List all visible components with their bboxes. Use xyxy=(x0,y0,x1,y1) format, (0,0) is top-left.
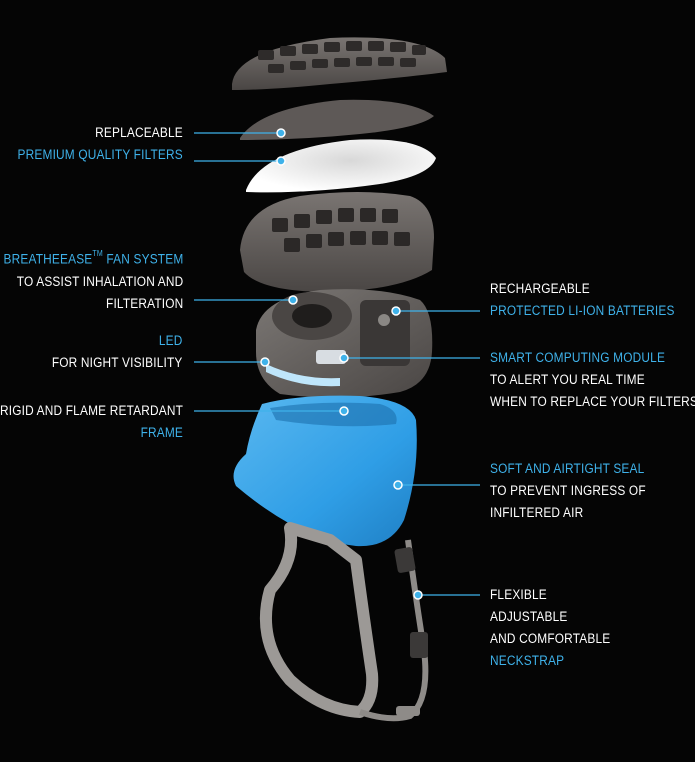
neckstrap-label-line4: NECKSTRAP xyxy=(490,653,565,668)
neckstrap-label-line3: AND COMFORTABLE xyxy=(490,631,611,646)
white-filter-layer xyxy=(246,139,436,193)
seal-label: SOFT AND AIRTIGHT SEAL TO PREVENT INGRES… xyxy=(490,458,646,524)
filters-label-line1: REPLACEABLE xyxy=(95,125,183,140)
led-label-line2: FOR NIGHT VISIBILITY xyxy=(52,355,183,370)
neckstrap-label-line2: ADJUSTABLE xyxy=(490,609,568,624)
filters-label-line2: PREMIUM QUALITY FILTERS xyxy=(17,147,183,162)
batteries-label-line1: RECHARGEABLE xyxy=(490,281,590,296)
fan-label-system: FAN SYSTEM xyxy=(102,251,183,267)
fan-label-line3: FILTERATION xyxy=(105,295,183,311)
seal-label-line3: INFILTERED AIR xyxy=(490,505,584,520)
neckstrap-label-line1: FLEXIBLE xyxy=(490,587,547,602)
fan-label-tm: TM xyxy=(91,249,103,258)
frame-label-line1: RIGID AND FLAME RETARDANT xyxy=(0,403,183,418)
batteries-label-line2: PROTECTED LI-ION BATTERIES xyxy=(490,303,675,318)
neckstrap-label: FLEXIBLE ADJUSTABLE AND COMFORTABLE NECK… xyxy=(490,584,610,672)
batteries-label: RECHARGEABLE PROTECTED LI-ION BATTERIES xyxy=(490,278,675,322)
blue-seal xyxy=(233,395,417,547)
seal-label-line2: TO PREVENT INGRESS OF xyxy=(490,483,646,498)
top-filter-cover xyxy=(232,37,447,90)
filters-label: REPLACEABLE PREMIUM QUALITY FILTERS xyxy=(18,122,183,166)
led-label: LED FOR NIGHT VISIBILITY xyxy=(52,330,183,374)
frame-label: RIGID AND FLAME RETARDANT FRAME xyxy=(0,400,183,444)
grille-housing xyxy=(240,192,434,292)
fan-label: BREATHEEASETM FAN SYSTEM TO ASSIST INHAL… xyxy=(3,245,183,315)
grey-filter-layer xyxy=(240,99,434,140)
fan-body xyxy=(256,289,433,398)
module-label: SMART COMPUTING MODULE TO ALERT YOU REAL… xyxy=(490,347,695,413)
fan-label-line2: TO ASSIST INHALATION AND xyxy=(16,273,184,289)
module-label-line1: SMART COMPUTING MODULE xyxy=(490,350,666,365)
module-label-line2: TO ALERT YOU REAL TIME xyxy=(490,372,645,387)
fan-label-brand: BREATHEEASE xyxy=(3,251,92,267)
module-label-line3: WHEN TO REPLACE YOUR FILTERS xyxy=(490,394,695,409)
fan-label-line1: BREATHEEASETM FAN SYSTEM xyxy=(3,245,183,271)
leader-lines xyxy=(194,128,480,600)
neck-strap xyxy=(259,522,429,722)
seal-label-line1: SOFT AND AIRTIGHT SEAL xyxy=(490,461,645,476)
frame-label-line2: FRAME xyxy=(140,425,183,440)
led-label-line1: LED xyxy=(159,333,183,348)
